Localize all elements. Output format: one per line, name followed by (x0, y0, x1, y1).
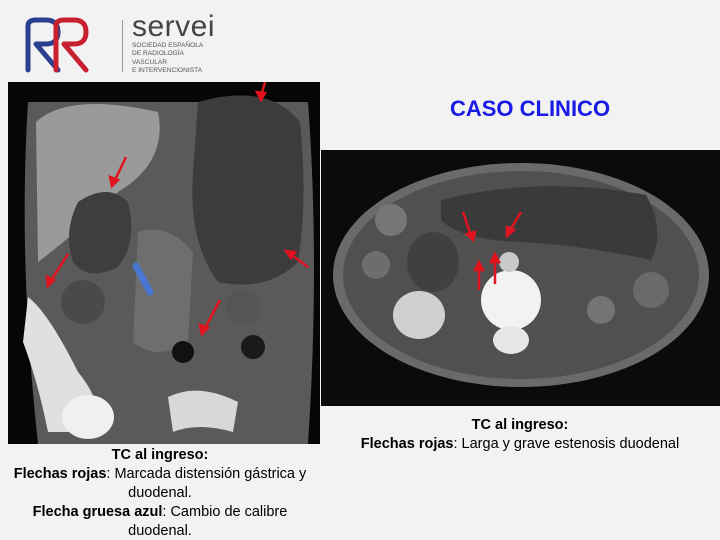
logo-wordmark: servei (132, 10, 216, 43)
caption-label: Flecha gruesa azul (32, 504, 163, 520)
caption-label: Flechas rojas (13, 466, 107, 482)
caption-label: Flechas rojas (360, 436, 454, 452)
logo-subtitle-line: DE RADIOLOGÍA (132, 50, 185, 58)
caption-text: : Larga y grave estenosis duodenal (453, 436, 680, 452)
ct-axial-drawing (321, 150, 720, 406)
caption-text: : Cambio de calibre duodenal. (128, 504, 288, 539)
logo-subtitle-line: SOCIEDAD ESPAÑOLA (132, 42, 204, 49)
servei-logo: servei SOCIEDAD ESPAÑOLA DE RADIOLOGÍA V… (22, 10, 215, 78)
servei-logo-mark-icon (25, 17, 89, 73)
caption-axial: TC al ingreso: Flechas rojas: Larga y gr… (360, 416, 680, 454)
caption-text: : Marcada distensión gástrica y duodenal… (106, 466, 307, 501)
caption-coronal: TC al ingreso: Flechas rojas: Marcada di… (0, 446, 320, 540)
case-title: CASO CLINICO (449, 96, 611, 121)
ct-coronal-image (8, 82, 320, 444)
ct-axial-image (321, 150, 720, 406)
logo-subtitle: SOCIEDAD ESPAÑOLA DE RADIOLOGÍA VASCULAR… (132, 42, 222, 76)
logo-subtitle-line: VASCULAR (132, 58, 168, 66)
red-arrows (461, 211, 523, 290)
red-arrows (45, 82, 309, 337)
logo-subtitle-line: E INTERVENCIONISTA (132, 67, 203, 75)
blue-thick-arrow-icon (132, 262, 154, 296)
caption-heading: TC al ingreso: (471, 417, 569, 433)
logo-divider (122, 20, 123, 72)
caption-heading: TC al ingreso: (111, 447, 209, 463)
ct-coronal-drawing (8, 82, 320, 444)
